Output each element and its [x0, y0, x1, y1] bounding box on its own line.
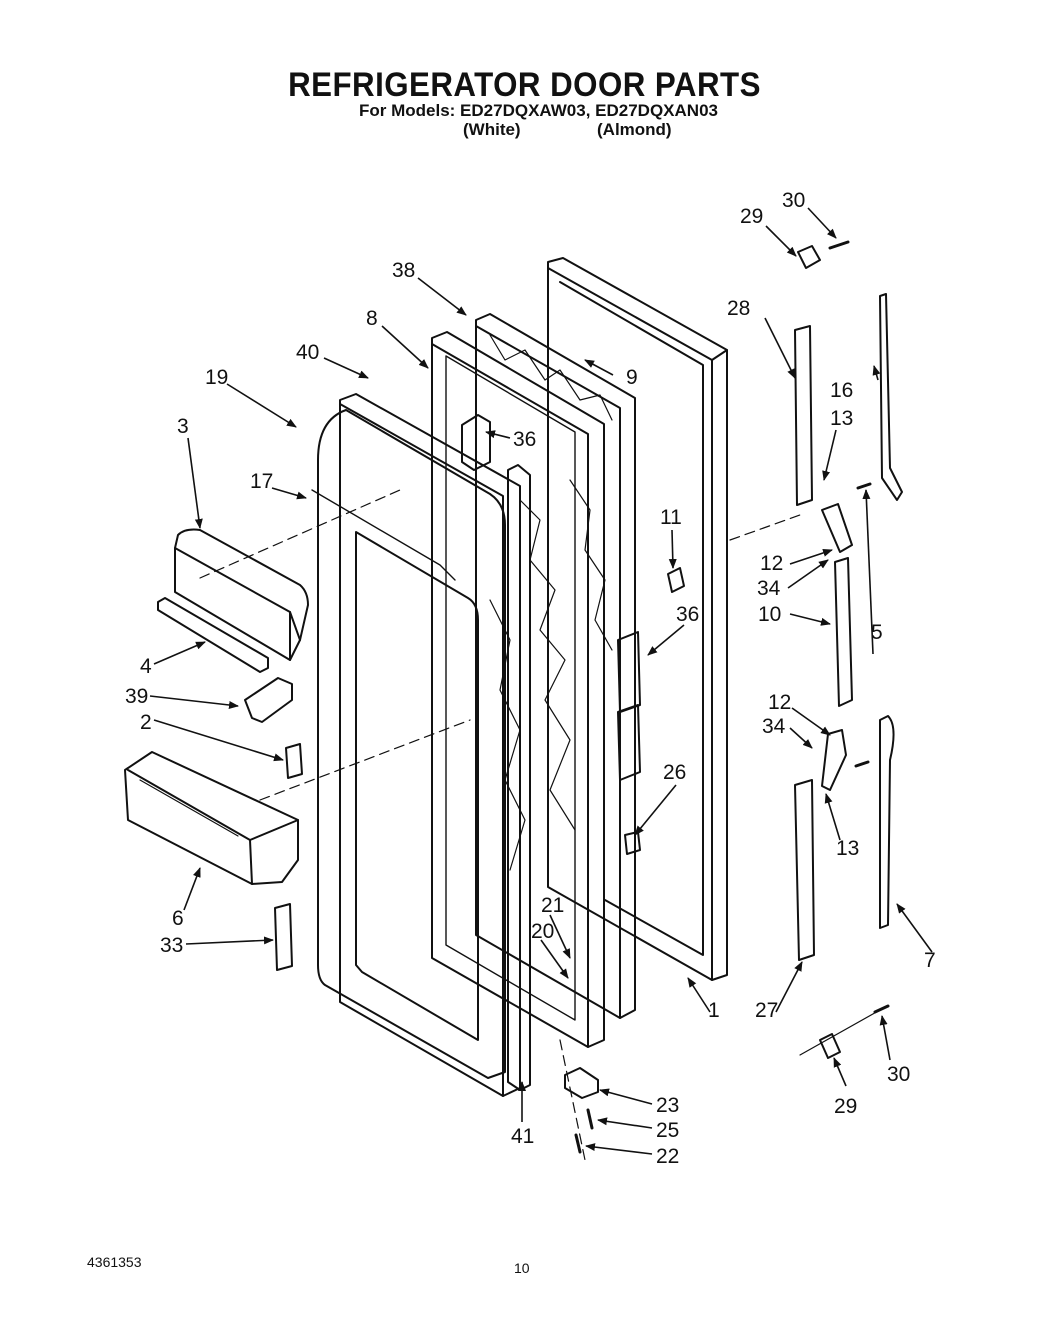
callout-20: 20	[531, 920, 555, 943]
variant-almond: (Almond)	[597, 120, 672, 139]
callout-23: 23	[656, 1094, 680, 1117]
callout-29-bottom: 29	[834, 1095, 858, 1118]
screw-5-top	[856, 482, 872, 490]
callout-19: 19	[205, 366, 229, 389]
door-liner-frame	[431, 331, 605, 1048]
hinge-channel-27	[794, 779, 815, 961]
callout-26: 26	[663, 761, 687, 784]
callout-7: 7	[924, 949, 936, 972]
hinge-channel-28	[794, 325, 813, 506]
handle-mount-12-bottom	[821, 729, 847, 791]
screw-30-top	[828, 240, 850, 250]
callout-21: 21	[541, 894, 565, 917]
callout-9: 9	[626, 366, 638, 389]
variant-white: (White)	[463, 120, 521, 139]
models-line: For Models: ED27DQXAW03, ED27DQXAN03	[359, 101, 718, 120]
callout-16: 16	[830, 379, 854, 402]
door-handle-10	[834, 557, 853, 707]
callout-36-top: 36	[513, 428, 537, 451]
callout-17: 17	[250, 470, 274, 493]
callout-34-top: 34	[757, 577, 781, 600]
hinge-29-bottom	[819, 1033, 841, 1059]
callout-41: 41	[511, 1125, 535, 1148]
screw-22	[574, 1133, 582, 1154]
upper-shelf-cover	[174, 528, 309, 661]
callout-10: 10	[758, 603, 782, 626]
bracket-11	[667, 567, 685, 593]
callout-25: 25	[656, 1119, 680, 1142]
callout-33: 33	[160, 934, 184, 957]
callout-27: 27	[755, 999, 779, 1022]
callout-13-top: 13	[830, 407, 854, 430]
callout-39: 39	[125, 685, 149, 708]
bin-support-33	[274, 903, 293, 971]
callout-1: 1	[708, 999, 720, 1022]
callout-8: 8	[366, 307, 378, 330]
callout-22: 22	[656, 1145, 680, 1168]
callout-34-bottom: 34	[762, 715, 786, 738]
callout-40: 40	[296, 341, 320, 364]
page-number: 10	[514, 1260, 530, 1276]
callout-5: 5	[871, 621, 883, 644]
hinge-29-top	[797, 245, 821, 269]
bottom-hinge-23	[564, 1067, 599, 1099]
callout-6: 6	[172, 907, 184, 930]
callout-13-bottom: 13	[836, 837, 860, 860]
callout-4: 4	[140, 655, 152, 678]
callout-30-bottom: 30	[887, 1063, 911, 1086]
screw-5-bottom	[854, 760, 870, 768]
shelf-support-2	[285, 743, 303, 779]
document-number: 4361353	[87, 1254, 142, 1270]
spacer-block-36-top	[461, 414, 491, 471]
callout-29-top: 29	[740, 205, 764, 228]
callout-2: 2	[140, 711, 152, 734]
spacer-block-36b	[617, 704, 641, 781]
callout-3: 3	[177, 415, 189, 438]
clip-26	[624, 831, 641, 855]
callout-12-bottom: 12	[768, 691, 792, 714]
callout-36-mid: 36	[676, 603, 700, 626]
callout-38: 38	[392, 259, 416, 282]
shelf-bracket-39	[244, 677, 293, 723]
callout-30-top: 30	[782, 189, 806, 212]
shelf-trim-strip	[157, 597, 269, 673]
trim-rod-16	[879, 293, 903, 501]
screw-25	[586, 1108, 594, 1130]
diagram-title: REFRIGERATOR DOOR PARTS	[288, 66, 761, 104]
spacer-block-36a	[617, 631, 641, 713]
door-gasket-strip	[507, 464, 531, 1091]
outer-door-panel	[547, 257, 728, 981]
callout-11: 11	[660, 506, 682, 529]
door-bin	[124, 751, 299, 885]
handle-mount-12-top	[821, 503, 853, 553]
callout-28: 28	[727, 297, 751, 320]
callout-12-top: 12	[760, 552, 784, 575]
trim-rod-7	[879, 715, 895, 929]
